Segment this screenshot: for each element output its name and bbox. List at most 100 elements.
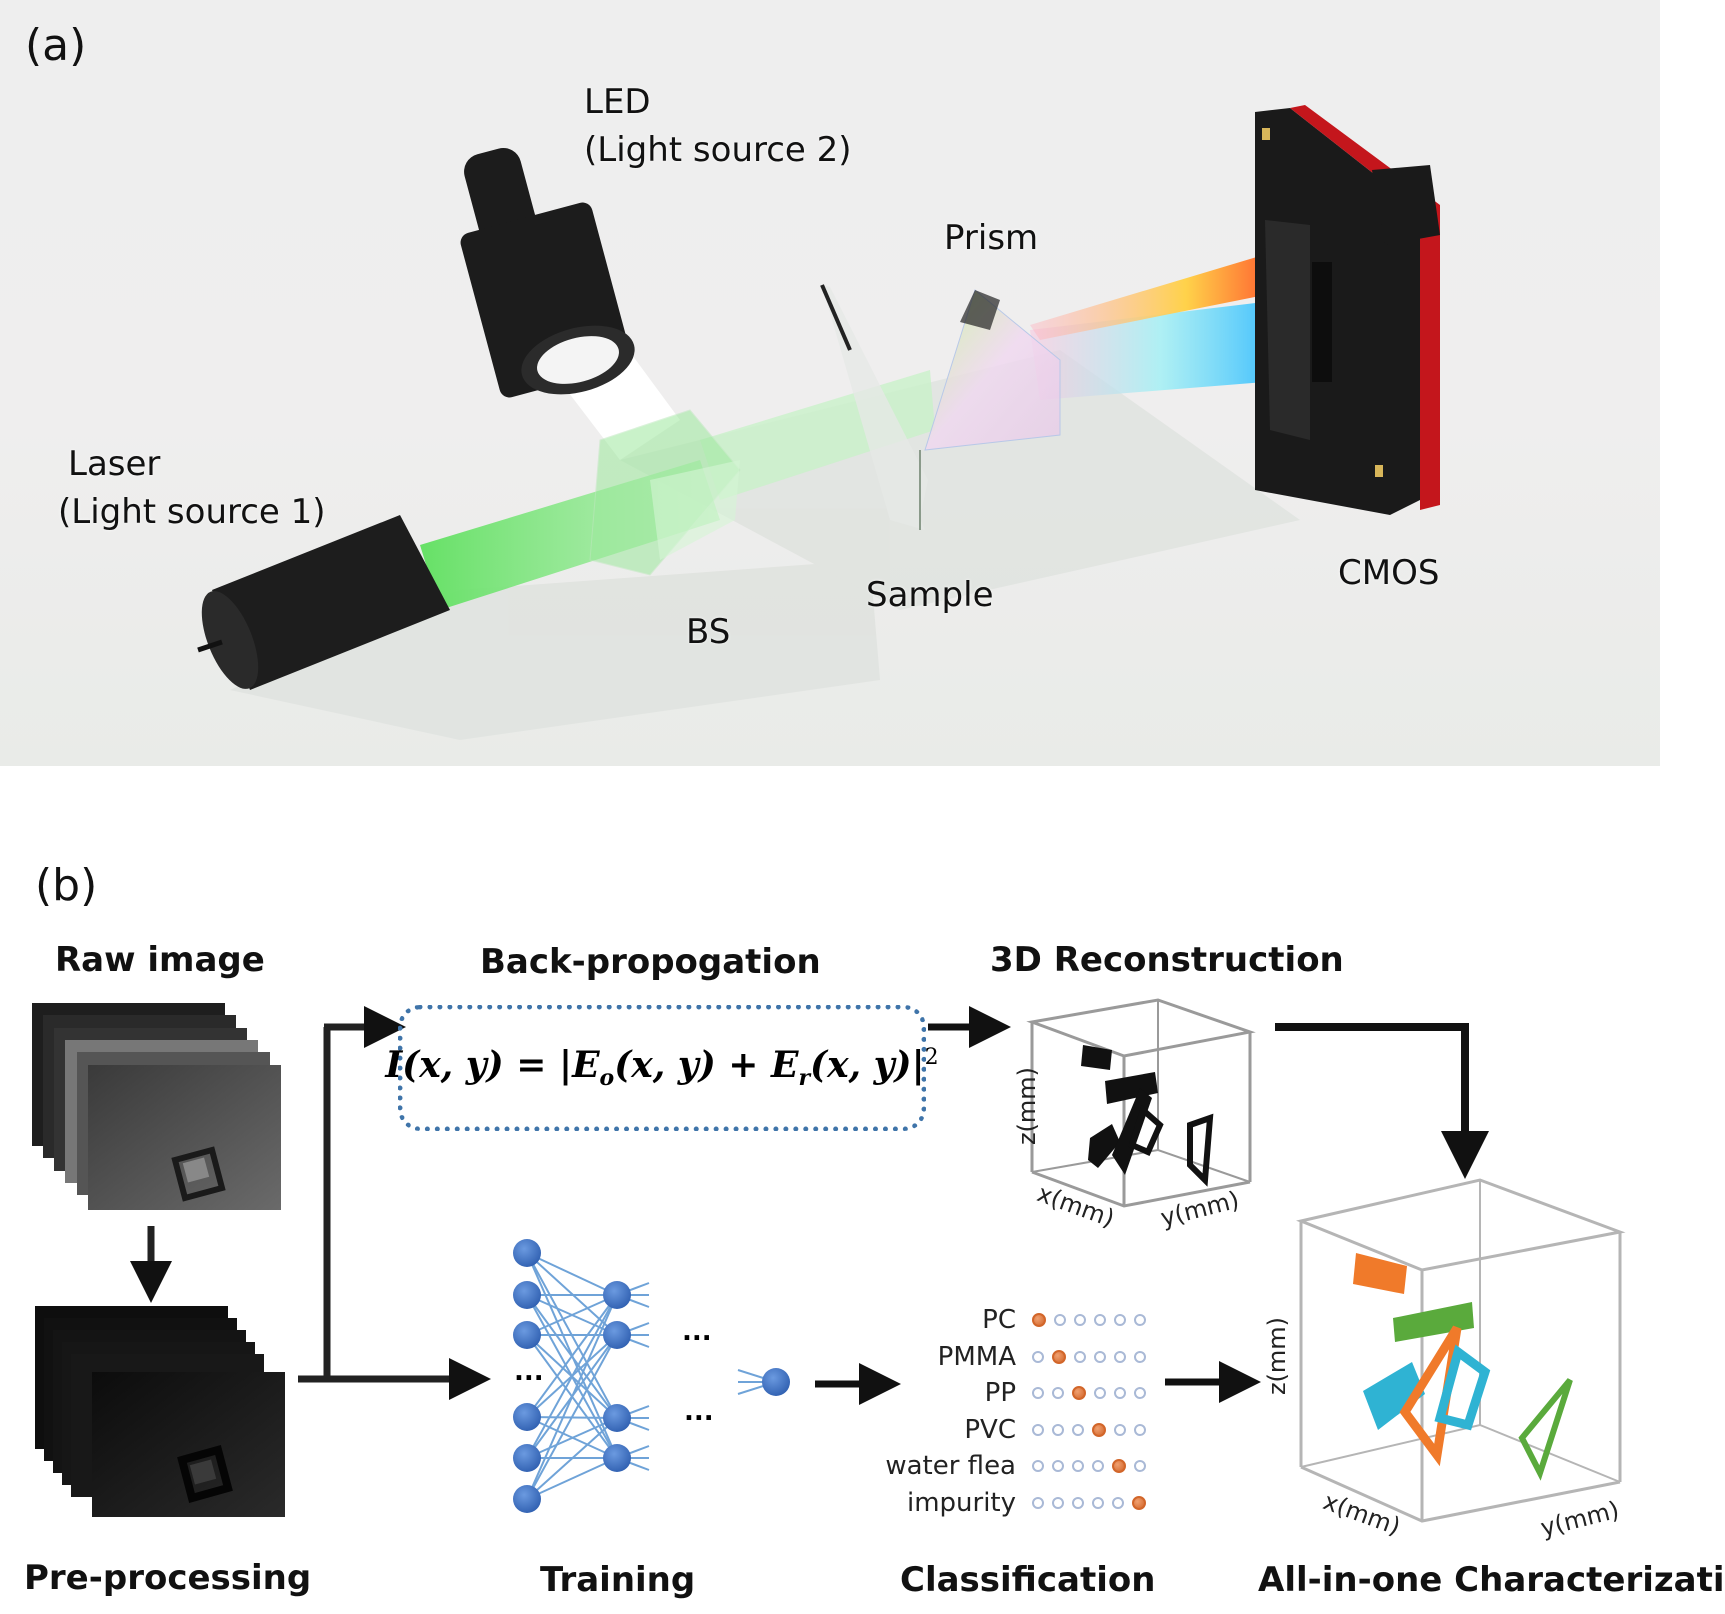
- nn-edge: [526, 1294, 618, 1459]
- class-label: PVC: [964, 1414, 1016, 1445]
- class-dot-inactive: [1052, 1496, 1064, 1509]
- sample-plate: [820, 284, 928, 530]
- class-row: PC: [850, 1302, 1150, 1338]
- eq-equals: =: [516, 1044, 547, 1087]
- class-dot-inactive: [1114, 1314, 1126, 1326]
- optical-setup-render: (a) LED (Light source 2) Laser (Light so…: [0, 0, 1660, 766]
- prism-label: Prism: [944, 218, 1039, 258]
- nn-input-node: [513, 1239, 541, 1267]
- eq-term1-sub: o: [599, 1065, 615, 1092]
- class-dot-active: [1132, 1495, 1146, 1510]
- laser-label: Laser: [68, 444, 161, 484]
- nn-hidden-node: [603, 1404, 631, 1432]
- class-dot-inactive: [1032, 1423, 1044, 1436]
- nn-hidden-node: [603, 1321, 631, 1349]
- class-row: water flea: [850, 1448, 1150, 1484]
- prism: [924, 289, 1061, 451]
- class-dot-active: [1032, 1313, 1046, 1327]
- nn-input-node: [513, 1403, 541, 1431]
- pre-processing-title: Pre-processing: [24, 1558, 312, 1598]
- class-dot-active: [1112, 1459, 1126, 1473]
- class-label: PC: [982, 1305, 1016, 1335]
- eq-abs-open: |: [558, 1044, 573, 1087]
- class-dot-inactive: [1134, 1423, 1146, 1436]
- laser-sublabel: (Light source 1): [58, 492, 326, 532]
- floor-shadows: [230, 350, 1300, 740]
- raw-image-stack: [32, 1003, 281, 1210]
- particle-green-rect: [1393, 1302, 1474, 1342]
- characterized-particles: [1353, 1253, 1573, 1481]
- class-dot-inactive: [1074, 1350, 1086, 1363]
- class-dot-inactive: [1072, 1423, 1084, 1436]
- nn-hidden-node: [603, 1281, 631, 1309]
- nn-edge: [526, 1294, 618, 1336]
- class-dot-inactive: [1092, 1496, 1104, 1509]
- class-dot-inactive: [1072, 1496, 1084, 1509]
- class-dot-inactive: [1114, 1350, 1126, 1363]
- class-dot-inactive: [1032, 1350, 1044, 1363]
- class-label: PP: [984, 1378, 1016, 1408]
- class-dot-inactive: [1052, 1460, 1064, 1472]
- back-propagation-title: Back-propogation: [480, 942, 821, 982]
- class-dot-inactive: [1114, 1387, 1126, 1399]
- particle-cyan-frame: [1434, 1344, 1491, 1431]
- class-dot-inactive: [1072, 1460, 1084, 1472]
- nn-ellipsis-input: ...: [514, 1357, 544, 1387]
- class-label: water flea: [885, 1451, 1016, 1481]
- class-dot-inactive: [1032, 1496, 1044, 1509]
- preprocessed-image-stack: [35, 1306, 285, 1517]
- class-dot-active: [1092, 1422, 1106, 1437]
- eq-args1: (x, y): [614, 1044, 716, 1087]
- class-dot-inactive: [1134, 1314, 1146, 1326]
- eq-args2: (x, y): [810, 1044, 912, 1087]
- class-label: PMMA: [937, 1341, 1016, 1372]
- bs-label: BS: [686, 612, 731, 652]
- eq-power: 2: [924, 1045, 939, 1071]
- training-title: Training: [540, 1560, 696, 1600]
- back-propagation-equation-box: I(x, y) = |Eo(x, y) + Er(x, y)|2: [385, 1005, 939, 1131]
- class-dot-inactive: [1094, 1387, 1106, 1399]
- char-z-axis-label: z(mm): [1263, 1316, 1292, 1396]
- particle-orange-rect: [1353, 1253, 1407, 1294]
- laser-housing: [197, 515, 450, 690]
- class-dot-active: [1072, 1386, 1086, 1400]
- sample-label: Sample: [866, 575, 994, 615]
- eq-lhs: I(x, y): [385, 1044, 504, 1087]
- class-label: impurity: [906, 1487, 1016, 1518]
- panel-a-label: (a): [25, 20, 87, 71]
- class-dot-active: [1052, 1349, 1066, 1364]
- class-dot-inactive: [1114, 1423, 1126, 1436]
- nn-input-node: [513, 1444, 541, 1472]
- nn-output-node: [762, 1368, 790, 1396]
- class-dot-inactive: [1134, 1460, 1146, 1472]
- cmos-label: CMOS: [1338, 553, 1440, 593]
- arrow-to-characterization: [1275, 1023, 1489, 1179]
- particle-cyan-rect: [1363, 1362, 1425, 1430]
- class-row: impurity: [850, 1485, 1150, 1521]
- nn-edge: [526, 1294, 618, 1418]
- class-dot-inactive: [1112, 1496, 1124, 1509]
- class-dot-inactive: [1032, 1460, 1044, 1472]
- raw-image-title: Raw image: [55, 940, 265, 980]
- panel-b-label: (b): [35, 860, 98, 911]
- class-dot-inactive: [1052, 1387, 1064, 1399]
- eq-abs-close: |: [911, 1044, 925, 1087]
- eq-term1: E: [572, 1044, 600, 1087]
- nn-edge: [526, 1252, 618, 1296]
- cmos-camera: [1255, 105, 1440, 515]
- characterization-title: All-in-one Characterization: [1258, 1560, 1725, 1600]
- setup-drawing: [197, 105, 1440, 740]
- class-dot-inactive: [1134, 1350, 1146, 1363]
- nn-edge: [526, 1417, 618, 1459]
- classification-title: Classification: [900, 1560, 1156, 1600]
- led-label: LED: [584, 82, 651, 122]
- beam-splitter: [589, 409, 741, 576]
- nn-nodes: [513, 1239, 790, 1513]
- nn-input-node: [513, 1321, 541, 1349]
- class-dot-inactive: [1092, 1460, 1104, 1472]
- nn-input-node: [513, 1485, 541, 1513]
- led-sublabel: (Light source 2): [584, 130, 852, 170]
- class-dot-inactive: [1032, 1387, 1044, 1399]
- nn-edges: [526, 1252, 777, 1500]
